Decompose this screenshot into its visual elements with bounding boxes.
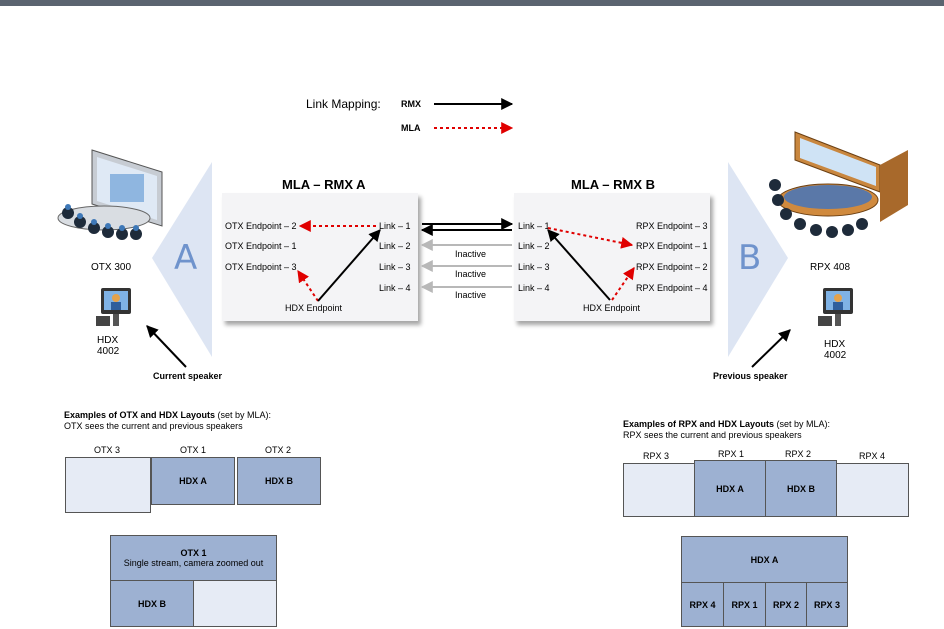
arrow-fan-left <box>152 162 212 357</box>
rpx-col-label-1: RPX 1 <box>718 449 745 459</box>
rpx-bottom-rpx-3: RPX 3 <box>806 582 848 627</box>
otx-col-label-1: OTX 1 <box>180 445 207 455</box>
rpx-endpoint-1: RPX Endpoint – 1 <box>636 241 708 251</box>
otx-layout-box-2: HDX B <box>237 457 321 505</box>
rpx-layout-box-4 <box>836 463 909 517</box>
rpx-layouts-subtitle: RPX sees the current and previous speake… <box>623 430 802 440</box>
previous-speaker-label: Previous speaker <box>713 371 788 381</box>
left-hdx-device-label: HDX 4002 <box>97 335 120 357</box>
panel-title-b: MLA – RMX B <box>571 177 656 192</box>
otx-300-label: OTX 300 <box>91 262 132 273</box>
big-letter-b: B <box>738 238 762 278</box>
rpx-bottom-rpx-1: RPX 1 <box>723 582 766 627</box>
right-link-2: Link – 2 <box>518 241 550 251</box>
otx-endpoint-3: OTX Endpoint – 3 <box>225 262 297 272</box>
otx-endpoint-1: OTX Endpoint – 1 <box>225 241 297 251</box>
rpx-408-label: RPX 408 <box>810 262 851 273</box>
rpx-bottom-hdx-a: HDX A <box>681 536 848 583</box>
otx-single-stream-title: OTX 1 <box>180 548 207 558</box>
big-letter-a: A <box>174 238 198 278</box>
right-hdx-endpoint: HDX Endpoint <box>583 303 641 313</box>
rpx-bottom-rpx-2: RPX 2 <box>765 582 807 627</box>
rpx-col-label-3: RPX 3 <box>643 451 670 461</box>
otx-layout-box-3 <box>65 457 151 513</box>
otx-layouts-subtitle: OTX sees the current and previous speake… <box>64 421 243 431</box>
legend-mla-label: MLA <box>401 123 421 133</box>
rpx-bottom-rpx-4: RPX 4 <box>681 582 724 627</box>
rpx-layout-box-2: HDX B <box>765 460 837 517</box>
otx-bottom-hdx-b: HDX B <box>110 580 194 627</box>
panel-title-a: MLA – RMX A <box>282 177 366 192</box>
otx-bottom-empty <box>193 580 277 627</box>
left-link-3: Link – 3 <box>379 262 411 272</box>
rpx-layout-box-1: HDX A <box>694 460 766 517</box>
otx-col-label-2: OTX 2 <box>265 445 292 455</box>
rpx-endpoint-3: RPX Endpoint – 3 <box>636 221 708 231</box>
inactive-label-2: Inactive <box>455 269 487 279</box>
otx-single-stream-desc: Single stream, camera zoomed out <box>123 558 264 568</box>
rpx-col-label-4: RPX 4 <box>859 451 886 461</box>
right-link-3: Link – 3 <box>518 262 550 272</box>
legend-title: Link Mapping: <box>306 97 381 111</box>
right-link-4: Link – 4 <box>518 283 550 293</box>
inactive-label-3: Inactive <box>455 290 487 300</box>
right-link-1: Link – 1 <box>518 221 550 231</box>
left-hdx-endpoint: HDX Endpoint <box>285 303 343 313</box>
otx-endpoint-2: OTX Endpoint – 2 <box>225 221 297 231</box>
otx-layout-box-1: HDX A <box>151 457 235 505</box>
otx-col-label-3: OTX 3 <box>94 445 121 455</box>
rpx-endpoint-4: RPX Endpoint – 4 <box>636 283 708 293</box>
inactive-label-1: Inactive <box>455 249 487 259</box>
legend-rmx-label: RMX <box>401 99 421 109</box>
rpx-endpoint-2: RPX Endpoint – 2 <box>636 262 708 272</box>
current-speaker-label: Current speaker <box>153 371 223 381</box>
rpx-col-label-2: RPX 2 <box>785 449 812 459</box>
rpx-layouts-title: Examples of RPX and HDX Layouts (set by … <box>623 419 831 429</box>
otx-single-stream-box: OTX 1 Single stream, camera zoomed out <box>110 535 277 581</box>
left-link-2: Link – 2 <box>379 241 411 251</box>
rpx-layout-box-3 <box>623 463 695 517</box>
left-link-4: Link – 4 <box>379 283 411 293</box>
arrow-fan-right <box>728 162 788 357</box>
otx-layouts-title: Examples of OTX and HDX Layouts (set by … <box>64 410 272 420</box>
top-bar <box>0 0 944 6</box>
right-hdx-device-label: HDX 4002 <box>824 339 847 361</box>
left-link-1: Link – 1 <box>379 221 411 231</box>
